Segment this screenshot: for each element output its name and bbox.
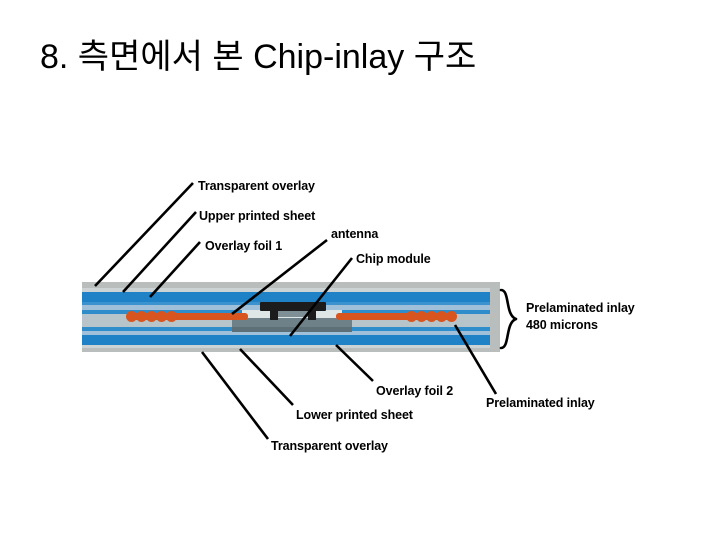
antenna-bump <box>426 311 437 322</box>
leader-lower-printed-sheet <box>239 348 294 406</box>
label-lower-printed-sheet: Lower printed sheet <box>296 408 413 422</box>
layer-lower-printed-sheet <box>82 335 500 345</box>
leader-transparent-overlay-bottom <box>200 351 270 440</box>
antenna-bump <box>136 311 147 322</box>
antenna-bump <box>446 311 457 322</box>
label-prelaminated-inlay-thickness: Prelaminated inlay 480 microns <box>526 300 635 333</box>
antenna-bump <box>146 311 157 322</box>
label-prelaminated-inlay-line1: Prelaminated inlay <box>526 301 635 315</box>
label-overlay-foil-2: Overlay foil 2 <box>376 384 454 398</box>
label-antenna: antenna <box>331 227 379 241</box>
chip-module-leg-left <box>270 311 278 320</box>
antenna-bump <box>416 311 427 322</box>
layer-transparent-overlay-bottom <box>82 345 500 348</box>
label-transparent-overlay-top: Transparent overlay <box>198 179 315 193</box>
layer-card-edge-bottom <box>82 348 500 352</box>
antenna-bump <box>436 311 447 322</box>
label-prelaminated-inlay-line2: 480 microns <box>526 317 598 332</box>
chip-module-die <box>278 311 308 317</box>
leader-upper-printed-sheet <box>122 211 197 293</box>
antenna-wire-left <box>130 313 248 320</box>
curly-brace-icon <box>499 288 518 350</box>
antenna-bump <box>166 311 177 322</box>
chip-module-body-shadow <box>232 327 352 332</box>
layer-upper-printed-sheet <box>82 292 500 302</box>
label-upper-printed-sheet: Upper printed sheet <box>199 209 316 223</box>
card-right-edge-fade <box>490 282 500 352</box>
antenna-bump <box>126 311 137 322</box>
label-chip-module: Chip module <box>356 252 431 266</box>
cross-section-illustration <box>82 282 500 352</box>
chip-module-cap <box>260 302 326 311</box>
label-transparent-overlay-bottom: Transparent overlay <box>271 439 388 453</box>
label-prelaminated-inlay: Prelaminated inlay <box>486 396 595 410</box>
antenna-bump <box>406 311 417 322</box>
leader-transparent-overlay-top <box>94 182 194 287</box>
chip-module-leg-right <box>308 311 316 320</box>
antenna-bump <box>156 311 167 322</box>
page-title: 8. 측면에서 본 Chip-inlay 구조 <box>40 38 477 76</box>
label-overlay-foil-1: Overlay foil 1 <box>205 239 283 253</box>
antenna-wire-right <box>336 313 452 320</box>
